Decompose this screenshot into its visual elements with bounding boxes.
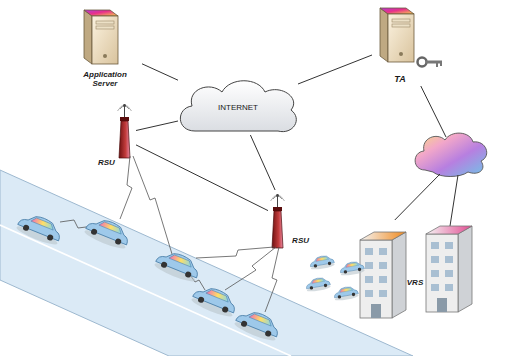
network-link bbox=[142, 64, 178, 80]
node-label: RSU bbox=[292, 237, 309, 246]
rsu-node: RSU bbox=[96, 100, 136, 170]
wireless-links bbox=[60, 156, 279, 312]
building-roof bbox=[426, 226, 472, 234]
car bbox=[305, 276, 331, 292]
car bbox=[339, 260, 365, 276]
rsu-tower bbox=[271, 194, 285, 248]
building-roof bbox=[360, 232, 406, 240]
key-tooth bbox=[436, 63, 438, 67]
key-ring bbox=[418, 58, 427, 67]
network-link bbox=[395, 86, 446, 220]
car bbox=[233, 306, 282, 343]
network-link bbox=[450, 175, 458, 226]
lane-divider bbox=[0, 225, 291, 356]
car bbox=[309, 254, 335, 270]
node-label: Application Server bbox=[75, 71, 135, 89]
server-icon bbox=[380, 8, 414, 62]
key-icon bbox=[418, 58, 443, 68]
building bbox=[360, 232, 406, 318]
wireless-link bbox=[133, 156, 172, 254]
building bbox=[426, 226, 472, 312]
wireless-link bbox=[225, 247, 276, 290]
node-label: TA bbox=[394, 74, 405, 84]
server-node: Application Server bbox=[68, 2, 142, 92]
node-label: RSU bbox=[98, 159, 115, 168]
rsu-node: RSU bbox=[268, 190, 310, 252]
wireless-link bbox=[196, 247, 274, 258]
network-link bbox=[298, 55, 372, 84]
network-link bbox=[136, 145, 268, 211]
server-icon bbox=[84, 10, 118, 64]
wireless-link bbox=[120, 156, 132, 219]
rsu-tower bbox=[118, 104, 132, 158]
road bbox=[0, 170, 413, 356]
car bbox=[153, 247, 202, 284]
internet-cloud-shape bbox=[180, 81, 296, 132]
wireless-link bbox=[265, 247, 279, 312]
node-label: INTERNET bbox=[218, 104, 258, 113]
internet-cloud: INTERNET bbox=[178, 80, 298, 135]
car bbox=[83, 214, 132, 251]
car bbox=[190, 282, 239, 319]
key-shaft bbox=[426, 61, 442, 64]
private-network-cloud bbox=[415, 133, 487, 176]
key-tooth bbox=[440, 63, 442, 66]
node-label: VRS bbox=[407, 279, 423, 288]
car bbox=[333, 285, 359, 301]
authority-node: TA bbox=[372, 2, 428, 86]
vrs-node: VRS bbox=[356, 220, 474, 324]
network-link bbox=[250, 135, 275, 190]
car bbox=[15, 210, 64, 247]
network-link bbox=[136, 121, 178, 131]
